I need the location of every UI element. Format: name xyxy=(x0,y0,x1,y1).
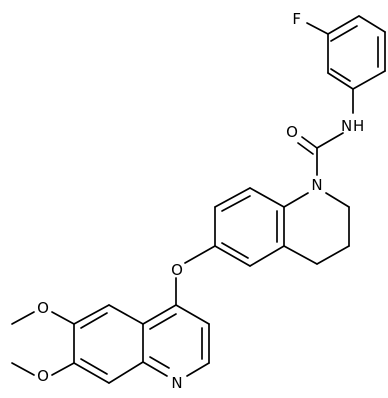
bond xyxy=(175,304,210,325)
bond xyxy=(184,245,216,264)
methoxy-oxygen-label-bottom: O xyxy=(37,367,49,385)
bond xyxy=(221,242,249,259)
bond xyxy=(51,311,75,325)
bond xyxy=(214,187,251,208)
bond xyxy=(149,356,170,369)
bond xyxy=(327,15,360,35)
bond xyxy=(283,192,309,208)
bonds xyxy=(11,15,386,384)
bond xyxy=(186,362,210,377)
amide-nitrogen-label: N xyxy=(341,117,352,135)
bond xyxy=(301,136,318,149)
bond xyxy=(330,25,358,42)
bond xyxy=(249,245,285,267)
bond xyxy=(352,70,386,90)
quinoline-nitrogen-label: N xyxy=(171,374,182,392)
bond xyxy=(149,313,177,330)
bond xyxy=(214,245,251,267)
ether-oxygen-label: O xyxy=(171,261,183,279)
bond xyxy=(358,15,386,33)
bond xyxy=(316,132,344,149)
bond xyxy=(327,72,354,90)
methoxy-oxygen-label-top: O xyxy=(37,299,49,317)
atom-labels: F N H O N O O O N xyxy=(37,10,364,392)
amide-hydrogen-label: H xyxy=(353,117,364,135)
bond xyxy=(249,187,285,208)
bond xyxy=(73,362,110,384)
bond xyxy=(11,362,35,376)
bond xyxy=(297,142,314,155)
bond xyxy=(73,304,110,325)
bond xyxy=(108,361,144,384)
bond xyxy=(11,311,35,325)
fluorine-label: F xyxy=(292,10,301,28)
carbonyl-oxygen-label: O xyxy=(286,123,298,141)
bond xyxy=(283,245,318,265)
bond xyxy=(330,68,351,82)
bond xyxy=(325,192,350,208)
bond xyxy=(316,245,350,265)
bond xyxy=(108,304,144,325)
bond xyxy=(80,312,108,329)
bond xyxy=(142,304,177,325)
bond xyxy=(51,362,75,376)
bond xyxy=(221,195,251,212)
bond xyxy=(80,358,108,375)
ring-nitrogen-label: N xyxy=(311,176,322,194)
bond xyxy=(142,361,168,377)
bond xyxy=(306,22,329,35)
